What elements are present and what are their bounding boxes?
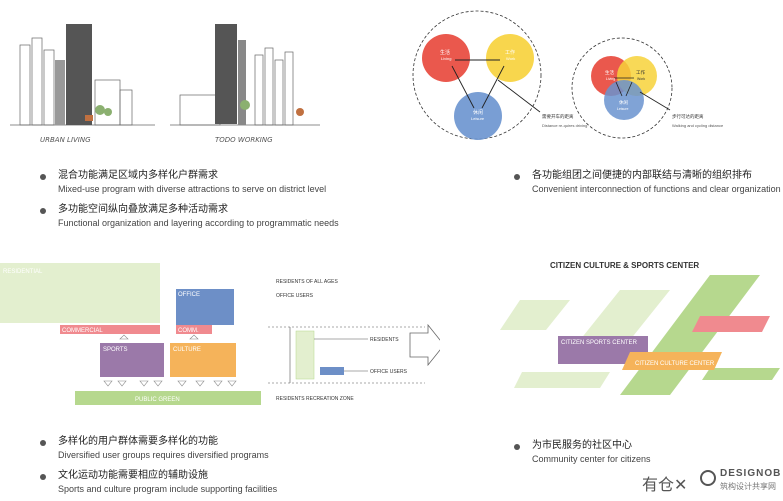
living-circle	[422, 34, 470, 82]
sketch-label-left: URBAN LIVING	[40, 136, 91, 144]
sports-label: SPORTS	[103, 347, 128, 353]
bullet-interconnection: 各功能组团之间便捷的内部联结与清晰的组织排布 Convenient interc…	[514, 170, 783, 198]
office-label: OFFICE	[178, 292, 200, 298]
bullet-dot	[40, 208, 46, 214]
bullet-zh: 多样化的用户群体需要多样化的功能	[58, 436, 218, 447]
green-strip-1	[500, 300, 570, 330]
bullet-en: Community center for citizens	[532, 454, 651, 464]
venn-label: 休闲	[473, 109, 483, 116]
bullet-community-center: 为市民服务的社区中心 Community center for citizens	[514, 440, 783, 468]
watermark-logo: DESIGNOB 筑构设计共享网	[700, 468, 780, 498]
culture-label: CULTURE	[173, 347, 201, 353]
residential-label: RESIDENTIAL	[3, 269, 43, 275]
public-green-label: PUBLIC GREEN	[135, 397, 180, 403]
venn-note: Distance re-quires driving	[542, 123, 587, 128]
office-block	[176, 289, 234, 325]
venn-label: Leisure	[471, 116, 485, 121]
comm-block	[176, 325, 212, 334]
culture-block	[170, 343, 236, 377]
venn-diagrams: 生活 Living 工作 Work 休闲 Leisure 需要开车的距离 Dis…	[412, 10, 724, 140]
program-stack-panel: RESIDENTIAL OFFICE COMMERCIAL COMM. SPOR…	[0, 255, 445, 415]
venn-label: 生活	[440, 49, 450, 56]
bullet-en: Functional organization and layering acc…	[58, 218, 339, 228]
citizen-center-panel: CITIZEN CULTURE & SPORTS CENTER CITIZEN …	[500, 250, 783, 420]
bullet-mixed-use: 混合功能满足区域内多样化户群需求 Mixed-use program with …	[40, 170, 380, 198]
venn-label: 休闲	[619, 99, 628, 106]
venn-label: 生活	[605, 69, 614, 76]
bullet-layering: 多功能空间纵向叠放满足多种活动需求 Functional organizatio…	[40, 204, 380, 232]
residential-block	[0, 263, 160, 323]
sketch-label-right: TODO WORKING	[215, 136, 273, 144]
bullet-en: Sports and culture program include suppo…	[58, 484, 278, 494]
bullet-dot	[40, 440, 46, 446]
venn-label: 工作	[505, 49, 515, 56]
tower-left	[66, 24, 92, 125]
bullet-zh: 混合功能满足区域内多样化户群需求	[58, 170, 218, 181]
sketch-panel: URBAN LIVING TODO WORKING	[0, 0, 320, 160]
legend-office-users-2: OFFICE USERS	[370, 369, 408, 375]
green-strip-4	[702, 368, 780, 380]
commercial-label: COMMERCIAL	[62, 328, 103, 334]
residents-bar	[295, 330, 315, 380]
bullet-zh: 各功能组团之间便捷的内部联结与清晰的组织排布	[532, 170, 752, 181]
venn-note: Walking and cycling distance	[672, 123, 724, 128]
culture-center-label: CITIZEN CULTURE CENTER	[635, 361, 715, 367]
bullet-dot	[40, 474, 46, 480]
venn-label: Work	[637, 77, 645, 81]
pink-strip	[692, 316, 770, 332]
watermark-text: 有仓✕	[642, 477, 688, 494]
legend-office-users: OFFICE USERS	[276, 293, 314, 299]
green-strip-3	[514, 372, 610, 388]
bullet-en: Convenient interconnection of functions …	[532, 184, 781, 194]
venn-label: Living	[606, 77, 615, 81]
venn-label: Work	[506, 56, 515, 61]
comm-label: COMM.	[178, 328, 199, 334]
bullet-zh: 多功能空间纵向叠放满足多种活动需求	[58, 204, 228, 215]
commercial-block	[60, 325, 160, 334]
office-users-bar	[320, 367, 344, 375]
bullet-supporting-facilities: 文化运动功能需要相应的辅助设施 Sports and culture progr…	[40, 470, 380, 498]
transition-arrow-icon	[409, 323, 445, 367]
legend-recreation: RESIDENTS RECREATION ZONE	[276, 396, 354, 402]
building-sketches: URBAN LIVING TODO WORKING	[10, 24, 320, 144]
venn-note: 需要开车的距离	[542, 113, 574, 120]
venn-note: 步行可达的距离	[672, 113, 704, 120]
bullet-en: Diversified user groups requires diversi…	[58, 450, 269, 460]
citizen-center-diagram: CITIZEN CULTURE & SPORTS CENTER CITIZEN …	[500, 261, 780, 395]
leisure-circle	[454, 92, 502, 140]
legend-residents: RESIDENTS	[370, 337, 399, 343]
leisure-circle-small	[604, 80, 644, 120]
venn-label: 工作	[636, 69, 645, 76]
bullet-zh: 文化运动功能需要相应的辅助设施	[58, 470, 208, 481]
program-stack-diagram: RESIDENTIAL OFFICE COMMERCIAL COMM. SPOR…	[0, 263, 445, 405]
venn-label: Leisure	[617, 107, 629, 111]
bullet-diverse-users: 多样化的用户群体需要多样化的功能 Diversified user groups…	[40, 436, 380, 464]
bullet-zh: 为市民服务的社区中心	[532, 440, 632, 451]
venn-panel: 生活 Living 工作 Work 休闲 Leisure 需要开车的距离 Dis…	[400, 0, 783, 160]
bullet-dot	[40, 174, 46, 180]
tower-right	[215, 24, 237, 124]
legend-all-ages: RESIDENTS OF ALL AGES	[276, 279, 338, 285]
green-strip-5	[580, 290, 670, 340]
bullet-dot	[514, 444, 520, 450]
work-circle	[486, 34, 534, 82]
bullet-dot	[514, 174, 520, 180]
watermark-circle-icon	[700, 470, 716, 486]
public-green-block	[75, 391, 261, 405]
venn-label: Living	[441, 56, 451, 61]
watermark-sub-text: 筑构设计共享网	[720, 482, 776, 491]
culture-center-block	[622, 352, 722, 370]
sports-block	[100, 343, 164, 377]
bullet-en: Mixed-use program with diverse attractio…	[58, 184, 327, 194]
watermark-logo-text: DESIGNOB	[720, 468, 782, 479]
sports-center-label: CITIZEN SPORTS CENTER	[561, 340, 638, 346]
citizen-center-title: CITIZEN CULTURE & SPORTS CENTER	[550, 261, 699, 270]
